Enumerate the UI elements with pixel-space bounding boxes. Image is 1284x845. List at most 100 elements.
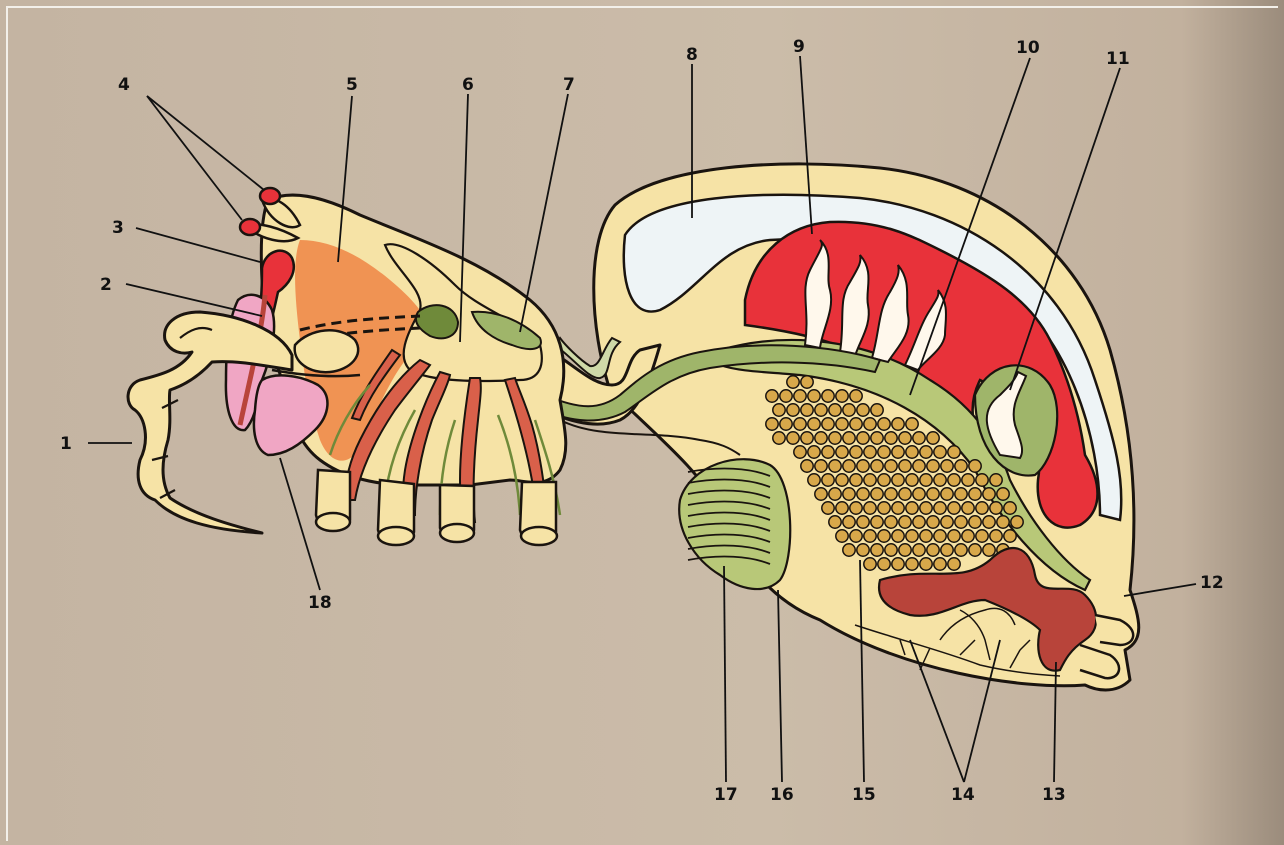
egg — [934, 502, 946, 514]
egg — [920, 558, 932, 570]
egg — [941, 544, 953, 556]
egg — [794, 418, 806, 430]
egg — [829, 516, 841, 528]
egg — [794, 390, 806, 402]
callout-7: 7 — [563, 75, 575, 95]
egg — [990, 530, 1002, 542]
egg — [857, 404, 869, 416]
egg — [913, 460, 925, 472]
egg — [864, 474, 876, 486]
egg — [850, 446, 862, 458]
egg — [913, 432, 925, 444]
egg — [927, 516, 939, 528]
egg — [801, 376, 813, 388]
egg — [941, 488, 953, 500]
egg — [815, 488, 827, 500]
egg — [892, 558, 904, 570]
egg — [927, 488, 939, 500]
book-lung — [679, 459, 790, 589]
egg — [815, 460, 827, 472]
egg — [990, 502, 1002, 514]
egg — [871, 516, 883, 528]
egg — [836, 530, 848, 542]
egg — [843, 432, 855, 444]
mouth-lip — [295, 330, 359, 372]
egg — [990, 474, 1002, 486]
egg — [906, 446, 918, 458]
egg — [871, 460, 883, 472]
egg — [892, 446, 904, 458]
egg — [899, 544, 911, 556]
egg — [836, 474, 848, 486]
callout-18: 18 — [308, 593, 332, 613]
egg — [1004, 502, 1016, 514]
egg — [843, 544, 855, 556]
egg — [836, 390, 848, 402]
egg — [822, 502, 834, 514]
egg — [857, 488, 869, 500]
egg — [829, 460, 841, 472]
egg — [920, 474, 932, 486]
egg — [794, 446, 806, 458]
callout-10: 10 — [1016, 38, 1040, 58]
egg — [983, 544, 995, 556]
callout-3: 3 — [112, 218, 124, 238]
egg — [983, 516, 995, 528]
egg — [829, 432, 841, 444]
egg — [850, 474, 862, 486]
egg — [913, 544, 925, 556]
egg — [801, 404, 813, 416]
egg — [871, 404, 883, 416]
egg — [871, 544, 883, 556]
egg — [766, 390, 778, 402]
egg — [962, 474, 974, 486]
egg — [906, 558, 918, 570]
egg — [787, 376, 799, 388]
callout-12: 12 — [1200, 573, 1224, 593]
egg — [766, 418, 778, 430]
egg — [948, 446, 960, 458]
egg — [808, 418, 820, 430]
egg — [871, 488, 883, 500]
cephalothorax — [128, 188, 566, 545]
egg — [948, 558, 960, 570]
egg — [941, 460, 953, 472]
egg — [829, 404, 841, 416]
callout-16: 16 — [770, 785, 794, 805]
egg — [864, 418, 876, 430]
egg — [976, 530, 988, 542]
egg — [969, 488, 981, 500]
egg — [969, 516, 981, 528]
callout-15: 15 — [852, 785, 876, 805]
egg — [780, 390, 792, 402]
egg — [864, 502, 876, 514]
egg — [955, 516, 967, 528]
egg — [822, 390, 834, 402]
egg — [976, 502, 988, 514]
egg — [913, 516, 925, 528]
egg — [962, 530, 974, 542]
egg — [927, 460, 939, 472]
egg — [787, 432, 799, 444]
egg — [955, 488, 967, 500]
egg — [934, 558, 946, 570]
callout-8: 8 — [686, 45, 698, 65]
egg — [871, 432, 883, 444]
egg — [885, 432, 897, 444]
egg — [878, 502, 890, 514]
eye-icon — [240, 219, 260, 235]
egg — [878, 446, 890, 458]
egg — [1004, 530, 1016, 542]
egg — [864, 530, 876, 542]
egg — [955, 460, 967, 472]
egg — [948, 502, 960, 514]
egg — [899, 488, 911, 500]
egg — [934, 446, 946, 458]
egg — [920, 530, 932, 542]
egg — [801, 432, 813, 444]
callout-14: 14 — [951, 785, 975, 805]
egg — [878, 530, 890, 542]
egg — [773, 432, 785, 444]
egg — [773, 404, 785, 416]
